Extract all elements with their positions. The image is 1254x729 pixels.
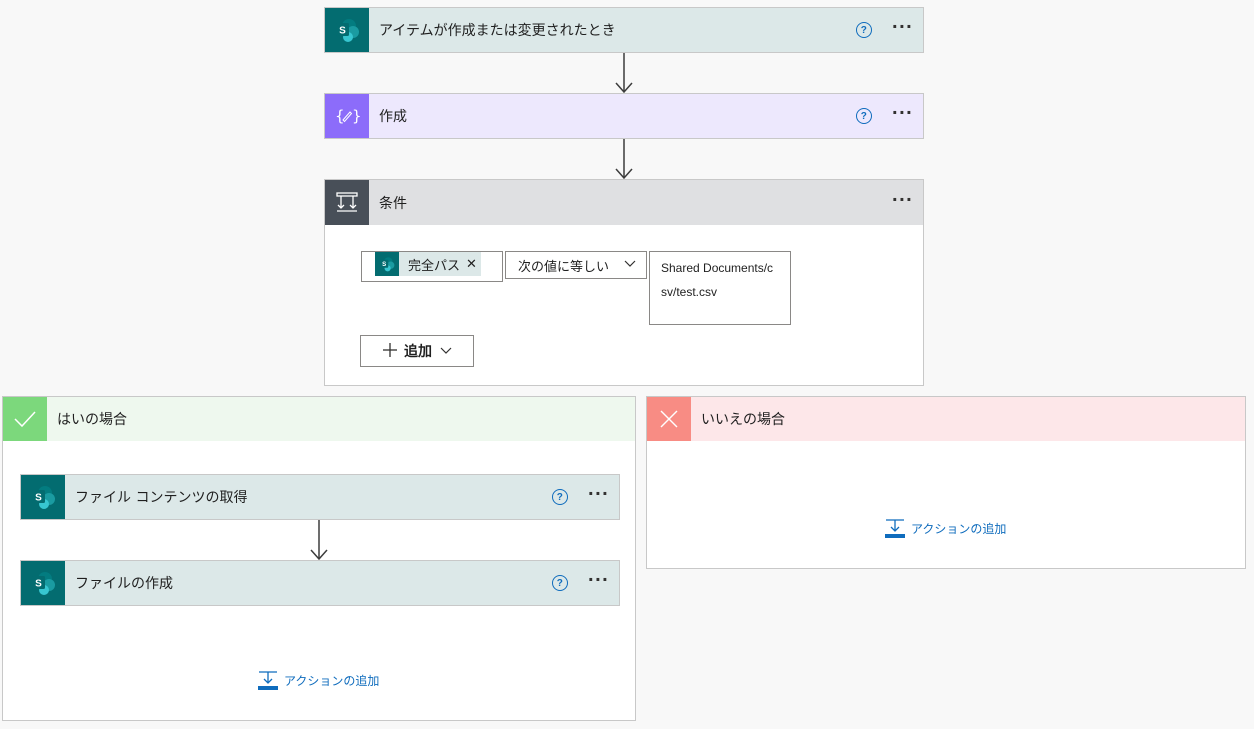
- add-action-label: アクションの追加: [911, 521, 1007, 536]
- add-action-link[interactable]: アクションの追加: [885, 518, 1006, 538]
- action-title: ファイル コンテンツの取得: [75, 490, 248, 506]
- compose-icon: { }: [325, 94, 369, 138]
- token-label: 完全パス: [408, 258, 461, 274]
- yes-branch-header[interactable]: はいの場合: [3, 397, 635, 441]
- compose-card[interactable]: { } 作成 ? ···: [324, 93, 924, 139]
- condition-card: 条件 ··· S 完全パス ✕ 次の値に等しい Shared Documents…: [324, 179, 924, 386]
- add-action-icon: [258, 671, 278, 690]
- trigger-card[interactable]: S アイテムが作成または変更されたとき ? ···: [324, 7, 924, 53]
- help-icon[interactable]: ?: [551, 575, 568, 591]
- condition-icon: [325, 180, 369, 225]
- sharepoint-icon: S: [325, 8, 369, 52]
- flow-arrow-icon: [615, 53, 633, 93]
- chevron-down-icon: [624, 260, 636, 267]
- svg-text:S: S: [35, 579, 42, 590]
- flow-arrow-icon: [310, 520, 328, 560]
- help-icon[interactable]: ?: [855, 22, 872, 38]
- flow-arrow-icon: [615, 139, 633, 179]
- operator-select[interactable]: 次の値に等しい: [505, 251, 647, 279]
- sharepoint-icon: S: [21, 475, 65, 519]
- add-action-icon: [885, 519, 905, 538]
- add-action-link[interactable]: アクションの追加: [258, 670, 379, 690]
- trigger-title: アイテムが作成または変更されたとき: [379, 23, 616, 39]
- add-condition-button[interactable]: 追加: [360, 335, 474, 367]
- dynamic-content-token[interactable]: S 完全パス ✕: [375, 252, 481, 276]
- help-icon[interactable]: ?: [551, 489, 568, 505]
- action-card[interactable]: S ファイルの作成 ? ···: [20, 560, 620, 606]
- more-options-icon[interactable]: ···: [891, 103, 913, 122]
- svg-text:S: S: [339, 26, 346, 37]
- svg-text:S: S: [35, 493, 42, 504]
- no-branch-header[interactable]: いいえの場合: [647, 397, 1245, 441]
- more-options-icon[interactable]: ···: [587, 484, 609, 503]
- operator-value: 次の値に等しい: [518, 259, 610, 275]
- add-action-label: アクションの追加: [284, 673, 380, 688]
- plus-icon: [382, 341, 398, 361]
- sharepoint-icon: S: [375, 252, 399, 276]
- condition-left-operand[interactable]: S 完全パス ✕: [361, 251, 503, 282]
- action-card[interactable]: S ファイル コンテンツの取得 ? ···: [20, 474, 620, 520]
- svg-text:S: S: [382, 261, 386, 268]
- condition-title: 条件: [379, 195, 407, 212]
- remove-token-icon[interactable]: ✕: [466, 256, 477, 272]
- condition-right-operand[interactable]: Shared Documents/csv/test.csv: [649, 251, 791, 325]
- sharepoint-icon: S: [21, 561, 65, 605]
- no-branch: いいえの場合 アクションの追加: [646, 396, 1246, 569]
- add-label: 追加: [404, 344, 432, 360]
- compose-title: 作成: [379, 109, 407, 125]
- close-icon: [647, 397, 691, 441]
- chevron-down-icon: [440, 347, 452, 354]
- checkmark-icon: [3, 397, 47, 441]
- svg-text:}: }: [352, 107, 360, 125]
- action-title: ファイルの作成: [75, 576, 173, 592]
- more-options-icon[interactable]: ···: [587, 570, 609, 589]
- yes-branch-title: はいの場合: [57, 412, 127, 428]
- no-branch-title: いいえの場合: [701, 412, 785, 428]
- more-options-icon[interactable]: ···: [891, 17, 913, 36]
- more-options-icon[interactable]: ···: [891, 189, 913, 209]
- yes-branch: はいの場合 S ファイル コンテンツの取得 ? ··· S: [2, 396, 636, 721]
- condition-header[interactable]: 条件 ···: [325, 180, 923, 225]
- svg-text:{: {: [335, 107, 345, 125]
- help-icon[interactable]: ?: [855, 108, 872, 124]
